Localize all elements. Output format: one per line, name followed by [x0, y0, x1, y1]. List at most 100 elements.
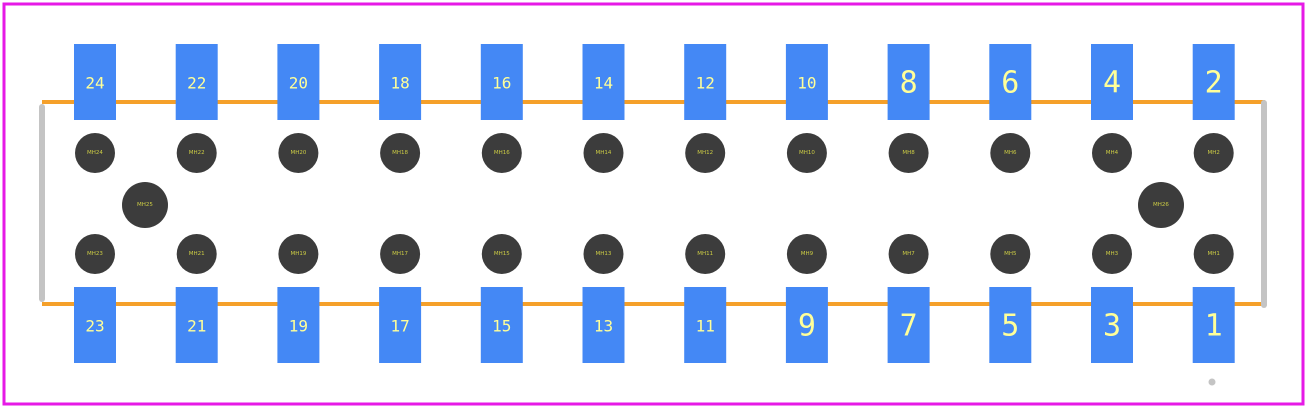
pad-16: 16 — [480, 44, 523, 120]
hole-mh6: MH6 — [990, 133, 1031, 173]
hole-label: MH22 — [189, 150, 205, 156]
pad-label: 17 — [390, 317, 409, 336]
hole-mh18: MH18 — [380, 133, 421, 173]
pad-10: 10 — [785, 44, 828, 120]
pad-20: 20 — [277, 44, 320, 120]
hole-circle — [481, 234, 522, 274]
pad-rect — [887, 287, 930, 363]
pad-label: 7 — [900, 309, 918, 344]
pad-15: 15 — [480, 287, 523, 363]
hole-circle — [1092, 234, 1132, 274]
pad-label: 13 — [594, 317, 613, 336]
pad-label: 19 — [289, 317, 308, 336]
hole-label: MH14 — [596, 150, 612, 156]
pad-2: 2 — [1192, 44, 1235, 120]
hole-label: MH21 — [189, 251, 205, 257]
hole-mh5: MH5 — [990, 234, 1031, 274]
pad-rect — [277, 44, 320, 120]
hole-label: MH23 — [87, 251, 103, 257]
hole-mh7: MH7 — [888, 234, 929, 274]
pad-rect — [480, 287, 523, 363]
pad-5: 5 — [989, 287, 1032, 363]
hole-label: MH8 — [902, 150, 915, 156]
hole-circle — [786, 234, 827, 274]
hole-mh12: MH12 — [685, 133, 726, 173]
hole-mh17: MH17 — [380, 234, 421, 274]
pad-rect — [277, 287, 320, 363]
bottom-hole-row: MH23 MH21 MH19 MH17 MH15 MH13 MH11 MH9 MH7 MH5 MH3… — [75, 234, 1234, 274]
hole-circle — [583, 133, 624, 173]
hole-circle — [122, 182, 168, 228]
pad-19: 19 — [277, 287, 320, 363]
pad-label: 24 — [85, 74, 104, 93]
hole-circle — [380, 234, 421, 274]
pad-label: 12 — [696, 74, 715, 93]
pad-label: 10 — [797, 74, 816, 93]
hole-mh19: MH19 — [278, 234, 319, 274]
pad-1: 1 — [1192, 287, 1235, 363]
hole-label: MH12 — [697, 150, 713, 156]
hole-mh1: MH1 — [1193, 234, 1234, 274]
mounting-holes: MH25 MH26 — [122, 182, 1184, 228]
hole-label: MH6 — [1004, 150, 1017, 156]
hole-mh10: MH10 — [786, 133, 827, 173]
hole-circle — [888, 234, 929, 274]
pad-label: 22 — [187, 74, 206, 93]
hole-mh4: MH4 — [1092, 133, 1132, 173]
hole-label: MH9 — [801, 251, 814, 257]
pad-24: 24 — [74, 44, 116, 120]
hole-label: MH10 — [799, 150, 815, 156]
hole-label: MH16 — [494, 150, 510, 156]
hole-label: MH25 — [137, 202, 153, 208]
hole-label: MH13 — [596, 251, 612, 257]
hole-circle — [685, 234, 726, 274]
pad-label: 2 — [1205, 66, 1223, 101]
pad-label: 18 — [390, 74, 409, 93]
pad-9: 9 — [785, 287, 828, 363]
pad-18: 18 — [379, 44, 422, 120]
hole-label: MH26 — [1153, 202, 1169, 208]
hole-label: MH7 — [902, 251, 915, 257]
hole-label: MH5 — [1004, 251, 1017, 257]
hole-circle — [1193, 133, 1234, 173]
hole-label: MH4 — [1106, 150, 1119, 156]
pad-label: 11 — [696, 317, 715, 336]
hole-label: MH19 — [290, 251, 306, 257]
hole-circle — [583, 234, 624, 274]
origin-marker — [1208, 378, 1216, 386]
pad-rect — [480, 44, 523, 120]
pad-label: 15 — [492, 317, 511, 336]
pad-label: 8 — [900, 66, 918, 101]
hole-label: MH17 — [392, 251, 408, 257]
pad-rect — [887, 44, 930, 120]
hole-label: MH18 — [392, 150, 408, 156]
pad-rect — [74, 287, 116, 363]
hole-label: MH11 — [697, 251, 713, 257]
pad-label: 5 — [1001, 309, 1019, 344]
pad-rect — [684, 287, 727, 363]
pad-13: 13 — [582, 287, 625, 363]
hole-circle — [481, 133, 522, 173]
hole-mh3: MH3 — [1092, 234, 1132, 274]
hole-mh15: MH15 — [481, 234, 522, 274]
pad-label: 20 — [289, 74, 308, 93]
hole-mh8: MH8 — [888, 133, 929, 173]
hole-circle — [685, 133, 726, 173]
pad-23: 23 — [74, 287, 116, 363]
pad-rect — [175, 44, 218, 120]
hole-circle — [990, 133, 1031, 173]
hole-label: MH2 — [1208, 150, 1220, 156]
hole-circle — [278, 234, 319, 274]
hole-mh13: MH13 — [583, 234, 624, 274]
hole-circle — [75, 234, 115, 274]
pad-rect — [684, 44, 727, 120]
hole-circle — [990, 234, 1031, 274]
pad-4: 4 — [1091, 44, 1133, 120]
pad-rect — [379, 287, 422, 363]
hole-mh11: MH11 — [685, 234, 726, 274]
hole-circle — [75, 133, 115, 173]
pad-rect — [582, 44, 625, 120]
hole-circle — [176, 234, 217, 274]
